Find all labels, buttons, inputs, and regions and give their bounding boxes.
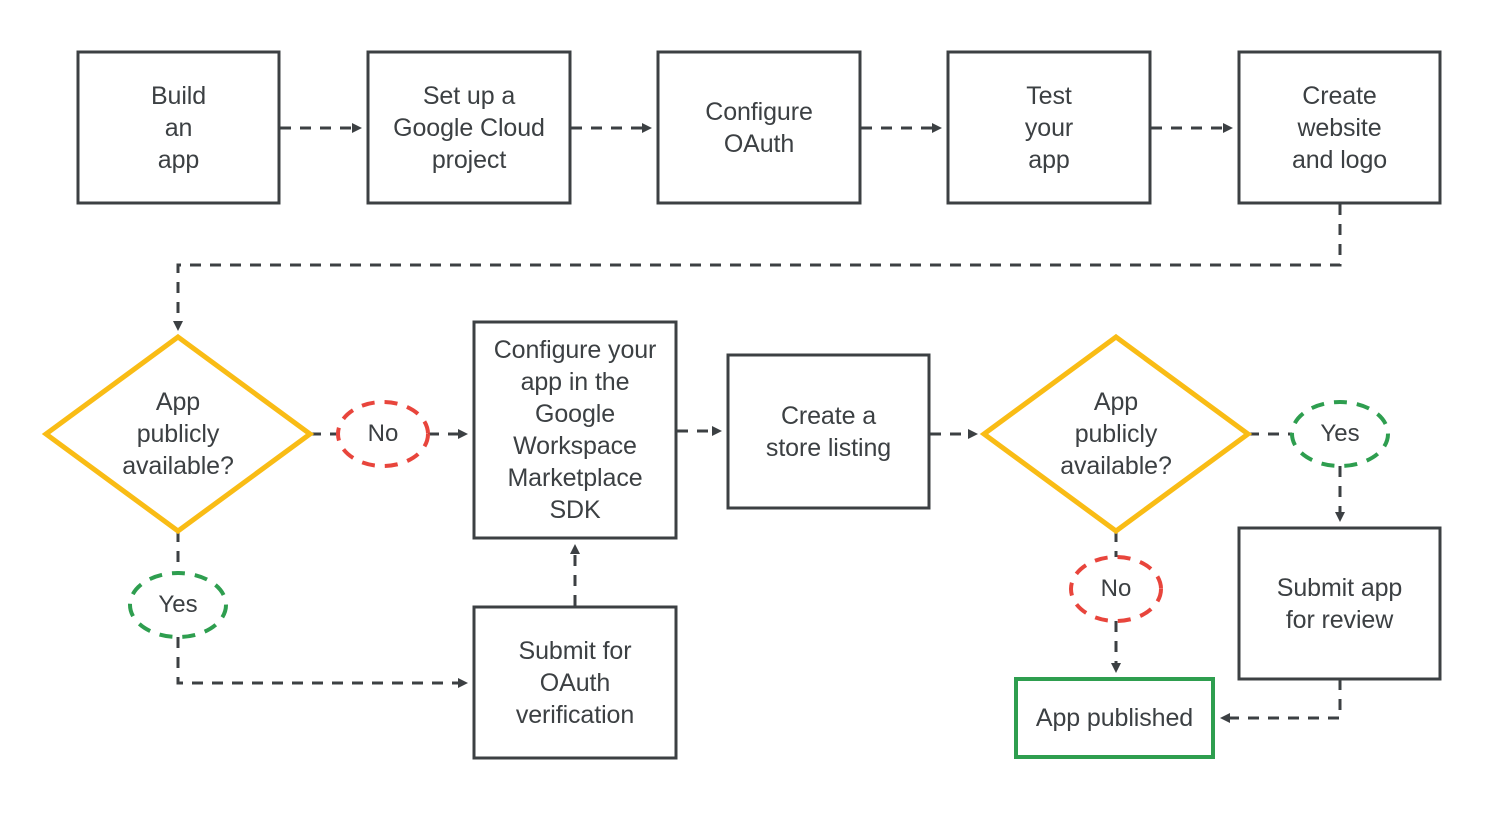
node-test-your-app[interactable] xyxy=(946,50,1152,205)
node-build-an-app[interactable] xyxy=(76,50,281,205)
node-decision-public-1[interactable] xyxy=(41,333,315,535)
edge-label-ellipse-decision1-no xyxy=(336,400,430,468)
node-create-store-listing[interactable] xyxy=(726,353,931,510)
node-set-up-project[interactable] xyxy=(366,50,572,205)
edge-label-ellipse-decision2-yes xyxy=(1290,400,1390,468)
edge-website-to-decision1 xyxy=(173,204,1342,331)
node-configure-oauth[interactable] xyxy=(656,50,862,205)
node-create-website-logo[interactable] xyxy=(1237,50,1442,205)
edge-label-ellipse-decision1-yes xyxy=(128,571,228,639)
node-decision-public-2[interactable] xyxy=(979,333,1253,535)
edge-review-to-published xyxy=(1220,679,1342,723)
edge-decision1-yes-b xyxy=(176,637,468,688)
node-app-published[interactable] xyxy=(1014,677,1215,759)
node-configure-sdk[interactable] xyxy=(472,320,678,540)
node-submit-oauth-verification[interactable] xyxy=(472,605,678,760)
edge-label-ellipse-decision2-no xyxy=(1069,555,1163,623)
node-submit-app-review[interactable] xyxy=(1237,526,1442,681)
